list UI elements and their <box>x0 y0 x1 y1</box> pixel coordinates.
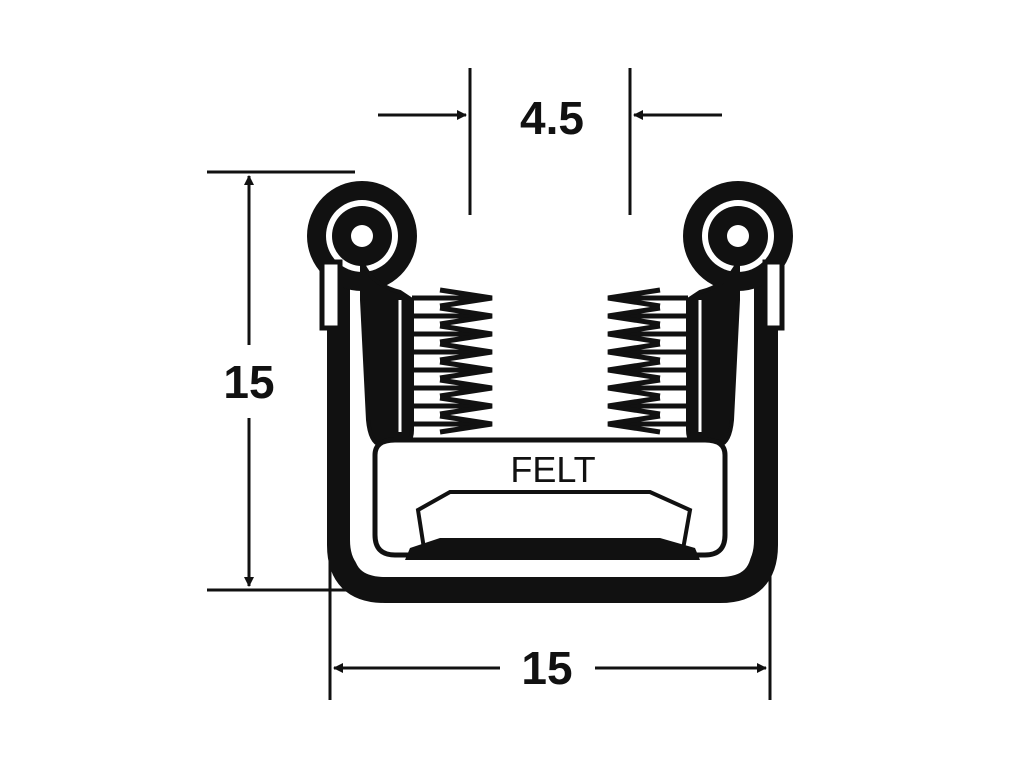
channel-inner-liner <box>350 275 754 574</box>
gap-width-label: 4.5 <box>520 92 584 144</box>
height-label: 15 <box>223 356 274 408</box>
right-inner-flap <box>686 261 740 447</box>
channel-outer-wall <box>327 265 778 603</box>
height-dimension: 15 <box>207 170 355 592</box>
gap-width-dimension: 4.5 <box>378 68 722 215</box>
right-sealing-fins <box>607 287 688 435</box>
width-label: 15 <box>521 642 572 694</box>
u-channel-profile: FELT <box>307 181 793 603</box>
width-dimension: 15 <box>328 560 772 700</box>
right-bead <box>683 181 793 331</box>
left-sealing-fins <box>412 287 493 435</box>
left-bead <box>307 181 417 331</box>
felt-base <box>405 538 700 560</box>
left-inner-flap <box>360 261 414 447</box>
felt-label: FELT <box>510 449 595 490</box>
